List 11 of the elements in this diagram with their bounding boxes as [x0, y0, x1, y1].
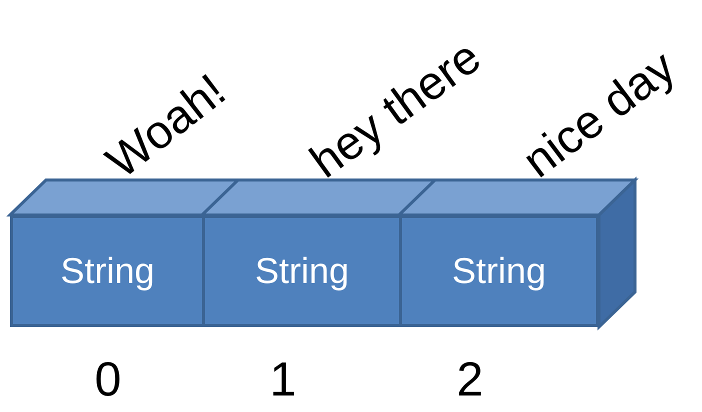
- element-value: hey there: [300, 28, 490, 188]
- type-name: String: [452, 250, 546, 292]
- element-value: nice day: [512, 38, 684, 188]
- index-number: 0: [94, 352, 122, 408]
- array-cell-box: [399, 215, 599, 327]
- index-number: 1: [270, 352, 296, 408]
- index-number: 2: [456, 352, 484, 408]
- array-cell-box: [202, 215, 402, 327]
- type-name: String: [60, 250, 155, 292]
- type-name: String: [254, 250, 350, 292]
- array-cell-box: [10, 215, 205, 327]
